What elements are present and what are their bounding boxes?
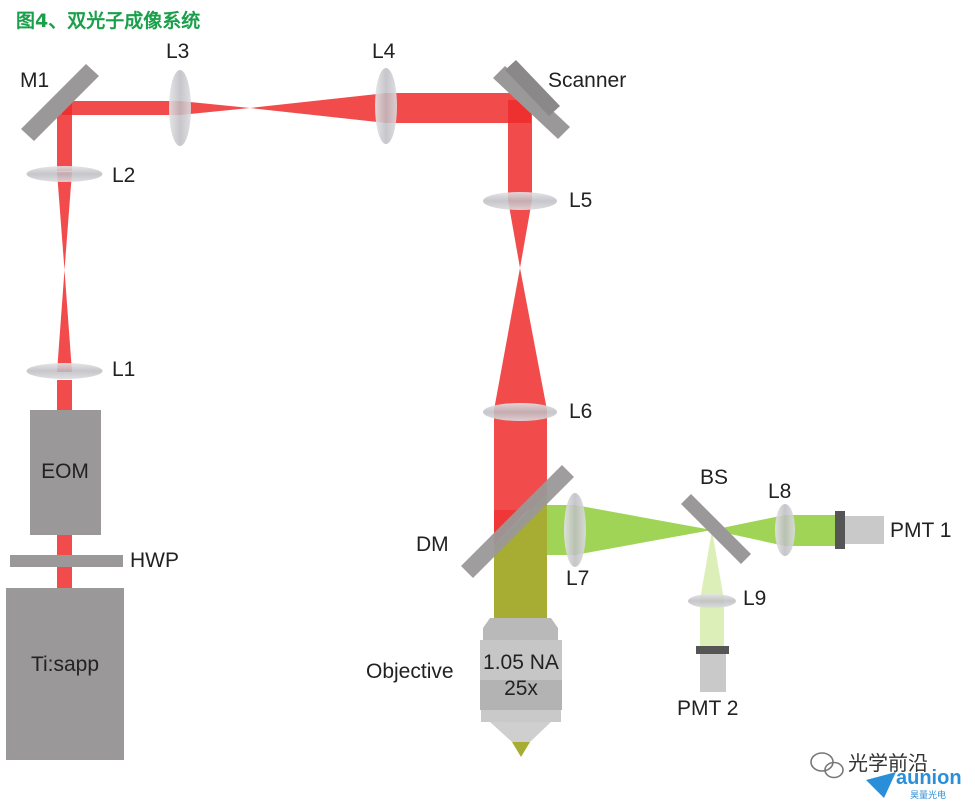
beam-splitter-bs: [681, 494, 751, 564]
hwp-label: HWP: [130, 549, 179, 572]
l7-label: L7: [566, 567, 589, 590]
lens-l2: [26, 166, 103, 182]
objective-label: Objective: [366, 660, 454, 683]
dichroic-mirror-dm: [461, 465, 574, 578]
m1-label: M1: [20, 69, 49, 92]
tisapp-laser-box: [6, 588, 124, 760]
beam-l5-focus: [508, 200, 532, 268]
pmt1-label: PMT 1: [890, 519, 951, 542]
lens-l5: [483, 192, 557, 210]
beam-focus-l2: [57, 172, 72, 270]
pmt2-label: PMT 2: [677, 697, 738, 720]
lens-l8: [775, 504, 795, 556]
brand-subtitle: 昊量光电: [910, 789, 946, 801]
dm-label: DM: [416, 533, 449, 556]
lens-l3: [169, 70, 191, 146]
scanner-mirrors: [493, 60, 570, 139]
scanner-label: Scanner: [548, 69, 626, 92]
lens-l7: [564, 493, 586, 567]
l8-label: L8: [768, 480, 791, 503]
pmt1-window: [835, 511, 845, 549]
beam-l2-m1: [57, 103, 72, 171]
l1-label: L1: [112, 358, 135, 381]
beam-l4-scanner: [386, 93, 531, 123]
beam-focus-l6: [494, 268, 547, 410]
hwp-plate: [10, 555, 123, 567]
watermark: 光学前沿 aunion 昊量光电: [810, 751, 962, 801]
objective-lens: [480, 618, 562, 757]
beam-bs-l8: [712, 515, 785, 546]
beam-l1-focus: [57, 270, 72, 372]
lens-l9: [688, 594, 736, 608]
beam-focus-l4: [250, 93, 386, 123]
mixed-beam-below-dm: [494, 493, 547, 618]
pmt2-window: [696, 646, 729, 654]
beam-bs-l9: [700, 530, 724, 600]
beam-scanner-l5: [508, 100, 532, 200]
l9-label: L9: [743, 587, 766, 610]
lens-l1: [26, 363, 103, 379]
tisapp-label: Ti:sapp: [31, 653, 99, 676]
bs-label: BS: [700, 466, 728, 489]
aunion-logo-icon: [866, 772, 896, 798]
beam-eom-l1: [57, 380, 72, 410]
eom-label: EOM: [41, 460, 89, 483]
beam-l7-bs: [575, 505, 712, 555]
lens-l4: [375, 68, 397, 144]
objective-mag-label: 25x: [504, 677, 538, 700]
l6-label: L6: [569, 400, 592, 423]
beam-m1-l3: [62, 101, 180, 115]
beam-l3-focus: [180, 101, 250, 115]
pmt1-box: [845, 516, 884, 544]
l4-label: L4: [372, 40, 396, 63]
brand-name: aunion: [896, 767, 962, 789]
l2-label: L2: [112, 164, 135, 187]
objective-na-label: 1.05 NA: [483, 651, 559, 674]
figure-title: 图4、双光子成像系统: [16, 9, 200, 32]
wechat-icon: [810, 752, 844, 779]
l3-label: L3: [166, 40, 189, 63]
watermark-text: 光学前沿: [848, 751, 928, 775]
mirror-m1: [21, 64, 99, 141]
eom-box: [30, 410, 101, 535]
l5-label: L5: [569, 189, 592, 212]
lens-l6: [483, 403, 557, 421]
pmt2-box: [700, 654, 726, 692]
